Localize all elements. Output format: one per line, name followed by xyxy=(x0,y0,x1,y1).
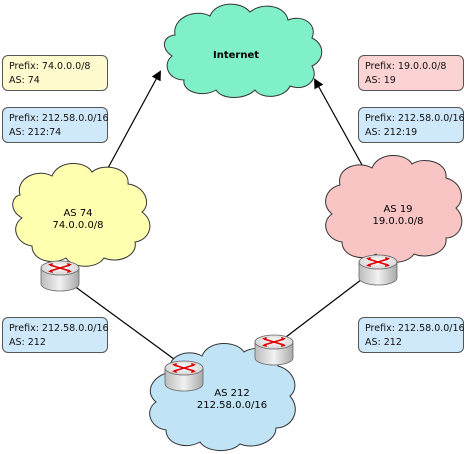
cloud-as74-prefix: 74.0.0.0/8 xyxy=(52,220,103,231)
box-as212-left-route: Prefix: 212.58.0.0/16 AS: 212 xyxy=(2,317,109,353)
router-as74 xyxy=(40,260,80,292)
box-as74-learned-as: AS: 212:74 xyxy=(9,127,62,138)
link-as74-to-internet xyxy=(107,70,161,169)
cloud-as74: AS 74 74.0.0.0/8 xyxy=(12,163,151,267)
box-as74-learned-route: Prefix: 212.58.0.0/16 AS: 212:74 xyxy=(2,107,109,143)
link-as19-router-to-as212-router xyxy=(281,269,375,341)
router-as212-right xyxy=(254,334,294,366)
box-as74-own-as: AS: 74 xyxy=(9,75,40,86)
cloud-as19: AS 19 19.0.0.0/8 xyxy=(325,155,463,263)
router-as19 xyxy=(358,254,398,286)
box-as74-own-prefix: Prefix: 74.0.0.0/8 xyxy=(9,61,91,72)
box-as212-right-as: AS: 212 xyxy=(365,337,402,348)
box-as212-right-prefix: Prefix: 212.58.0.0/16 xyxy=(365,323,465,334)
cloud-as19-name: AS 19 xyxy=(383,204,412,215)
box-as212-left-as: AS: 212 xyxy=(9,337,46,348)
box-as212-right-route: Prefix: 212.58.0.0/16 AS: 212 xyxy=(358,317,465,353)
box-as19-learned-route: Prefix: 212.58.0.0/16 AS: 212:19 xyxy=(358,107,465,143)
cloud-as74-name: AS 74 xyxy=(63,208,92,219)
box-as74-own-route: Prefix: 74.0.0.0/8 AS: 74 xyxy=(2,55,108,91)
cloud-as212-name: AS 212 xyxy=(214,388,249,399)
cloud-internet-label: Internet xyxy=(213,50,259,61)
cloud-internet: Internet xyxy=(164,3,323,98)
box-as19-learned-as: AS: 212:19 xyxy=(365,127,418,138)
box-as19-learned-prefix: Prefix: 212.58.0.0/16 xyxy=(365,113,465,124)
cloud-as212-prefix: 212.58.0.0/16 xyxy=(197,400,267,411)
router-as212-left xyxy=(164,360,204,392)
box-as19-own-prefix: Prefix: 19.0.0.0/8 xyxy=(365,61,447,72)
box-as19-own-as: AS: 19 xyxy=(365,75,396,86)
link-as74-router-to-as212-router xyxy=(65,279,179,363)
box-as74-learned-prefix: Prefix: 212.58.0.0/16 xyxy=(9,113,109,124)
box-as19-own-route: Prefix: 19.0.0.0/8 AS: 19 xyxy=(358,55,464,91)
box-as212-left-prefix: Prefix: 212.58.0.0/16 xyxy=(9,323,109,334)
cloud-as19-prefix: 19.0.0.0/8 xyxy=(372,216,423,227)
